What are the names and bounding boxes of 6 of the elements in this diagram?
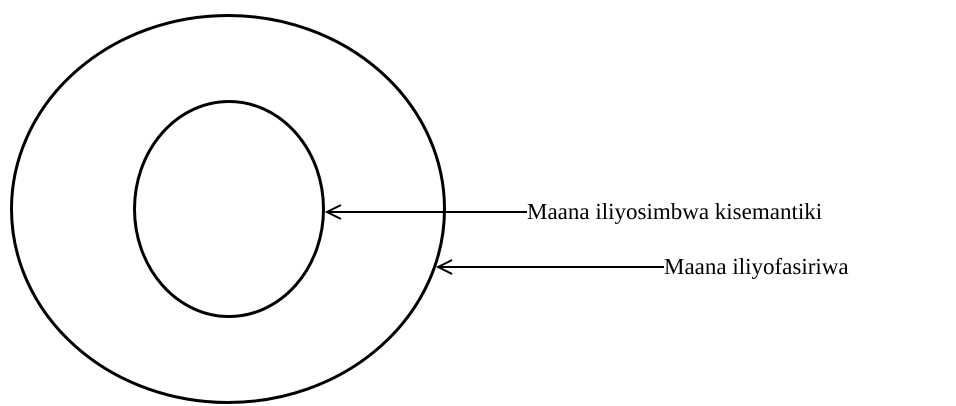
label-text: Maana iliyosimbwa kisemantiki (527, 198, 952, 226)
arrow (324, 204, 528, 220)
ellipse-shape (133, 100, 325, 318)
label-text: Maana iliyofasiriwa (664, 253, 924, 281)
arrow (436, 259, 665, 275)
ellipse-shape (10, 14, 446, 404)
